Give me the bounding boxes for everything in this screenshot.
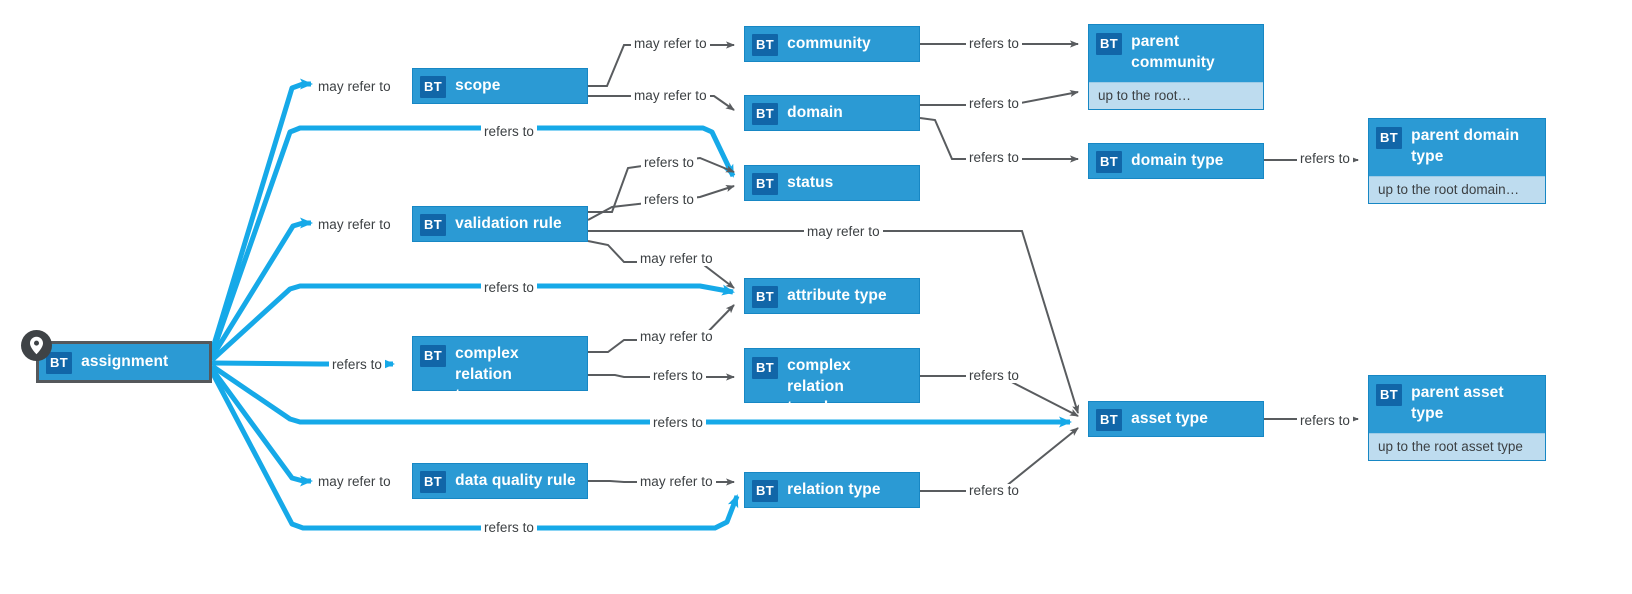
- map-pin-icon: [21, 330, 52, 361]
- node-label: data quality rule: [455, 471, 576, 489]
- edge-scope-community[interactable]: [588, 41, 735, 87]
- node-label: parent community: [1131, 33, 1215, 71]
- edge-label-domain-type-parent-domain-type: refers to: [1297, 152, 1353, 166]
- edge-label-assignment-scope: may refer to: [315, 80, 394, 94]
- node-community[interactable]: BT community: [744, 26, 920, 62]
- node-data-quality-rule[interactable]: BT data quality rule: [412, 463, 588, 499]
- edge-label-assignment-complex-relation-type: refers to: [329, 358, 385, 372]
- node-header: BT community: [745, 27, 919, 61]
- edge-label-domain-parent-community: refers to: [966, 97, 1022, 111]
- edge-label-asset-type-parent-asset-type: refers to: [1297, 414, 1353, 428]
- node-label: status: [787, 173, 834, 191]
- node-validation-rule[interactable]: BT validation rule: [412, 206, 588, 242]
- node-header: BT domain type: [1089, 144, 1263, 178]
- edge-label-assignment-attribute-type: refers to: [481, 281, 537, 295]
- bt-badge-icon: BT: [752, 285, 779, 308]
- node-footer-note: up to the root asset type: [1369, 432, 1545, 460]
- edge-label-data-quality-rule-relation-type: may refer to: [637, 475, 716, 489]
- node-label: attribute type: [787, 286, 887, 304]
- edge-label-assignment-data-quality-rule: may refer to: [315, 475, 394, 489]
- edge-label-complex-relation-type-leg-edge: refers to: [650, 369, 706, 383]
- bt-badge-icon: BT: [752, 357, 779, 379]
- edge-label-complex-relation-type-attribute-type: may refer to: [637, 330, 716, 344]
- node-header: BT complex relation type leg: [745, 349, 919, 416]
- node-domain[interactable]: BT domain: [744, 95, 920, 131]
- bt-badge-icon: BT: [420, 75, 447, 98]
- node-header: BT attribute type: [745, 279, 919, 313]
- node-footer-note: up to the root…: [1089, 81, 1263, 109]
- edge-assignment-validation-rule[interactable]: [209, 217, 313, 359]
- edge-label-scope-community: may refer to: [631, 37, 710, 51]
- bt-badge-icon: BT: [752, 479, 779, 502]
- node-header: BT validation rule: [413, 207, 587, 241]
- node-asset-type[interactable]: BT asset type: [1088, 401, 1264, 437]
- node-header: BT parent domain type: [1369, 119, 1545, 176]
- edge-label-validation-rule-asset-type: may refer to: [804, 225, 883, 239]
- node-domain-type[interactable]: BT domain type: [1088, 143, 1264, 179]
- bt-badge-icon: BT: [420, 213, 447, 236]
- bt-badge-icon: BT: [1096, 33, 1123, 55]
- bt-badge-icon: BT: [752, 102, 779, 125]
- node-header: BT domain: [745, 96, 919, 130]
- edge-label-validation-rule-attribute-type: may refer to: [637, 252, 716, 266]
- bt-badge-icon: BT: [46, 351, 73, 374]
- node-label: scope: [455, 76, 501, 94]
- node-header: BT asset type: [1089, 402, 1263, 436]
- node-parent-asset-type[interactable]: BT parent asset type up to the root asset …: [1368, 375, 1546, 461]
- edge-label-community-parent-community: refers to: [966, 37, 1022, 51]
- node-header: BT complex relation type: [413, 337, 587, 404]
- node-footer-note: up to the root domain…: [1369, 175, 1545, 203]
- node-header: BT data quality rule: [413, 464, 587, 498]
- node-label: validation rule: [455, 214, 562, 232]
- node-header: BT status: [745, 166, 919, 200]
- node-label: assignment: [81, 352, 169, 370]
- node-parent-domain-type[interactable]: BT parent domain type up to the root domai…: [1368, 118, 1546, 204]
- edge-label-assignment-relation-type: refers to: [481, 521, 537, 535]
- node-header: BT parent asset type: [1369, 376, 1545, 433]
- edge-label-validation-rule-status: refers to: [641, 156, 697, 170]
- edge-label-assignment-domain: refers to: [481, 125, 537, 139]
- node-assignment[interactable]: BT assignment: [36, 341, 212, 383]
- bt-badge-icon: BT: [752, 33, 779, 56]
- edge-label-validation-rule-status-2: refers to: [641, 193, 697, 207]
- node-label: parent domain type: [1411, 127, 1520, 165]
- node-label: community: [787, 34, 871, 52]
- node-label: domain: [787, 103, 843, 121]
- bt-badge-icon: BT: [1376, 127, 1403, 149]
- node-header: BT parent community: [1089, 25, 1263, 82]
- node-attribute-type[interactable]: BT attribute type: [744, 278, 920, 314]
- bt-badge-icon: BT: [1096, 150, 1123, 173]
- edge-label-assignment-validation-rule: may refer to: [315, 218, 394, 232]
- node-label: complex relation type: [455, 345, 519, 404]
- node-header: BT relation type: [745, 473, 919, 507]
- edge-assignment-data-quality-rule[interactable]: [209, 367, 313, 487]
- edge-label-relation-type-asset-type: refers to: [966, 484, 1022, 498]
- bt-badge-icon: BT: [1096, 408, 1123, 431]
- edge-label-assignment-asset-type: refers to: [650, 416, 706, 430]
- node-scope[interactable]: BT scope: [412, 68, 588, 104]
- bt-badge-icon: BT: [752, 172, 779, 195]
- node-label: asset type: [1131, 409, 1208, 427]
- node-header: BT scope: [413, 69, 587, 103]
- node-label: complex relation type leg: [787, 357, 851, 416]
- edge-assignment-asset-type[interactable]: [210, 363, 1072, 428]
- node-status[interactable]: BT status: [744, 165, 920, 201]
- node-label: relation type: [787, 480, 881, 498]
- node-complex-relation-type-leg[interactable]: BT complex relation type leg: [744, 348, 920, 416]
- bt-badge-icon: BT: [420, 345, 447, 367]
- node-label: domain type: [1131, 151, 1224, 169]
- edge-assignment-scope[interactable]: [209, 78, 313, 352]
- edge-label-crtl-asset-type: refers to: [966, 369, 1022, 383]
- edge-relation-type-asset-type[interactable]: [920, 427, 1079, 492]
- node-parent-community[interactable]: BT parent community up to the root…: [1088, 24, 1264, 110]
- edge-label-scope-domain: may refer to: [631, 89, 710, 103]
- edge-label-domain-domain-type: refers to: [966, 151, 1022, 165]
- bt-badge-icon: BT: [420, 470, 447, 493]
- bt-badge-icon: BT: [1376, 384, 1403, 406]
- node-relation-type[interactable]: BT relation type: [744, 472, 920, 508]
- node-label: parent asset type: [1411, 384, 1504, 422]
- node-complex-relation-type[interactable]: BT complex relation type: [412, 336, 588, 404]
- node-header: BT assignment: [39, 344, 209, 380]
